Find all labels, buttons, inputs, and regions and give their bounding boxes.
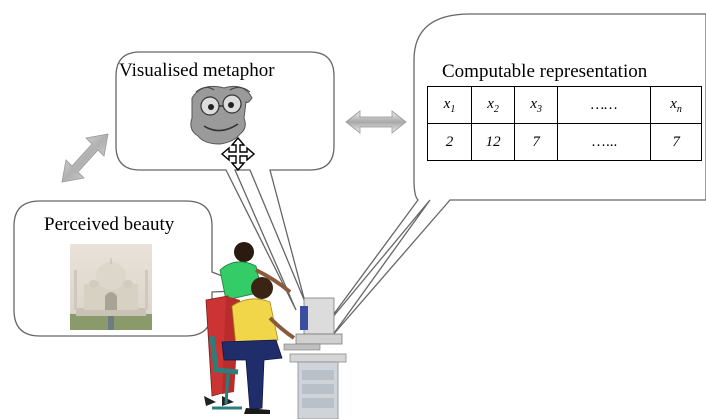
value-cell: …...: [557, 123, 652, 161]
value-cell: 12: [471, 123, 516, 161]
header-cell: x3: [514, 86, 559, 124]
taj-mahal-image: [70, 244, 152, 330]
person-seated: [209, 277, 296, 414]
beauty-title: Perceived beauty: [44, 214, 175, 235]
horizontal-double-arrow: [345, 110, 407, 134]
header-cell: x1: [426, 86, 473, 124]
diagonal-double-arrow: [61, 133, 109, 183]
table-header-row: x1 x2 x3 …… xn: [426, 86, 702, 124]
feature-vector-table: x1 x2 x3 …… xn 2 12 7 …... 7: [426, 86, 702, 161]
computer-desk: [283, 297, 347, 419]
value-cell: 7: [514, 123, 559, 161]
metaphor-title: Visualised metaphor: [119, 60, 275, 81]
move-cursor-icon: [220, 136, 256, 172]
value-cell: 2: [426, 123, 473, 161]
header-cell: ……: [557, 86, 652, 124]
metaphor-bubble: [115, 51, 335, 311]
table-value-row: 2 12 7 …... 7: [426, 123, 702, 161]
value-cell: 7: [650, 123, 702, 161]
computable-title: Computable representation: [442, 61, 648, 82]
cartoon-face-icon: [190, 85, 253, 145]
header-cell: xn: [650, 86, 702, 124]
header-cell: x2: [471, 86, 516, 124]
